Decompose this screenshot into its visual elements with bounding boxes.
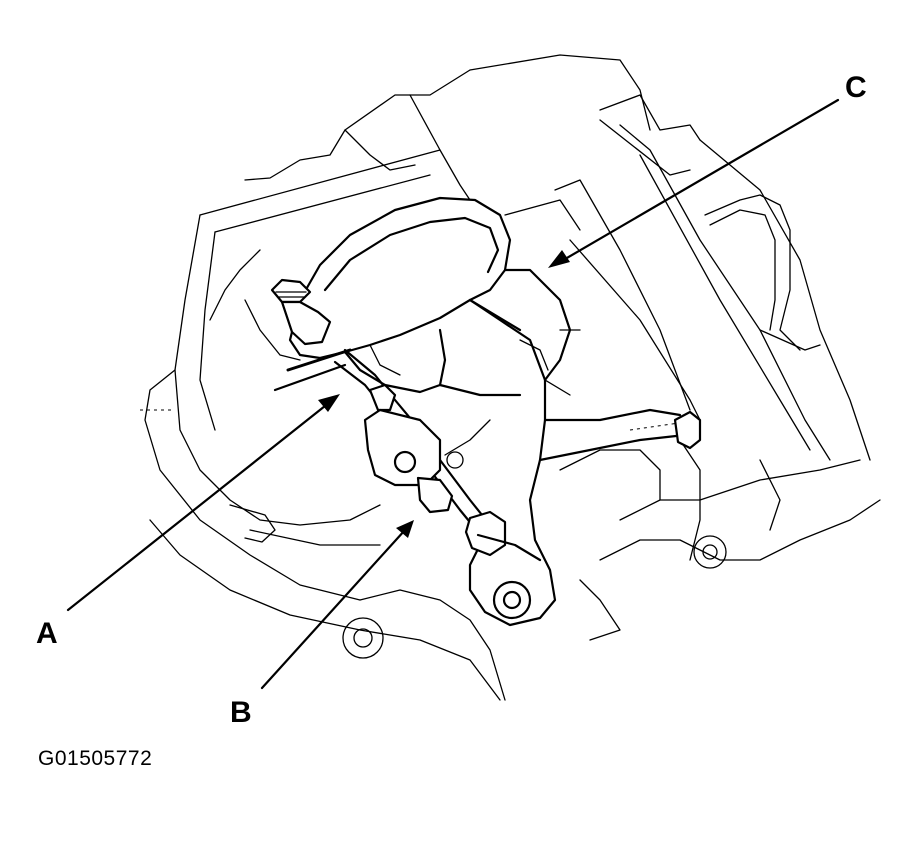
mount-bracket xyxy=(288,196,702,627)
callout-label-b: B xyxy=(230,696,252,729)
leader-line-c xyxy=(548,98,840,268)
callout-label-a: A xyxy=(36,617,58,650)
figure-id-code: G01505772 xyxy=(38,747,153,770)
background-housing xyxy=(140,54,881,701)
leader-line-b xyxy=(260,520,414,690)
shift-cable xyxy=(273,348,542,562)
callout-label-c: C xyxy=(845,71,867,104)
leader-line-a xyxy=(66,394,340,612)
mount-stud xyxy=(270,278,332,346)
